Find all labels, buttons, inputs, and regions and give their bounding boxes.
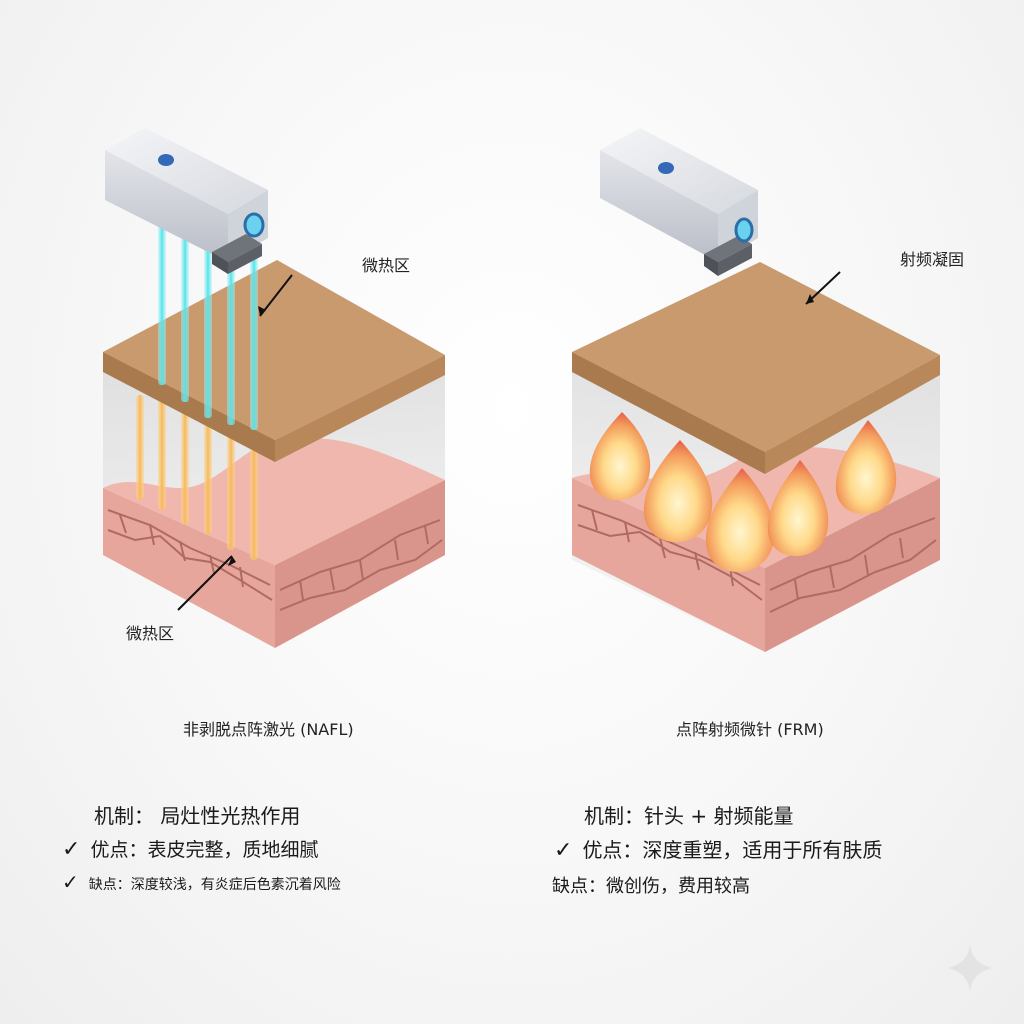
left-mechanism: 机制： 局灶性光热作用 [94,804,301,828]
right-mechanism: 机制：针头 + 射频能量 [584,804,794,828]
left-pointer-bottom [177,555,233,611]
right-dermis-front-face [572,478,765,652]
left-pointer-top [259,274,293,317]
right-device-button-icon [658,162,674,174]
right-device-lens-icon [734,217,754,243]
left-pros-row: ✓ 优点：表皮完整，质地细腻 [62,835,318,862]
left-caption: 非剥脱点阵激光 (NAFL) [183,720,354,739]
left-label-bottom: 微热区 [126,624,175,643]
left-device-lens-icon [243,212,265,238]
right-cons-text: 缺点：微创伤，费用较高 [552,876,750,897]
left-cons-row: ✓ 缺点：深度较浅，有炎症后色素沉着风险 [62,870,341,894]
right-microneedles [643,238,862,430]
left-laser-beams [158,215,258,430]
left-cons-text: 缺点：深度较浅，有炎症后色素沉着风险 [88,877,341,893]
left-thermal-columns [136,395,258,560]
sparkle-icon [948,944,992,992]
left-laser-device [105,128,268,274]
left-pros-check-icon: ✓ [62,837,81,862]
right-label-top: 射频凝固 [900,250,965,269]
right-pros-text: 优点：深度重塑，适用于所有肤质 [582,838,883,862]
left-skin-block [103,128,445,648]
right-dermis-side-face [765,478,940,652]
right-coagulation-zones [589,412,897,572]
right-pros-row: ✓ 优点：深度重塑，适用于所有肤质 [554,834,882,863]
right-pros-check-icon: ✓ [554,838,573,863]
right-caption: 点阵射频微针 (FRM) [676,720,824,739]
left-cons-check-icon: ✓ [62,870,79,894]
right-rf-device [600,128,758,276]
left-label-top: 微热区 [362,256,411,275]
left-pros-text: 优点：表皮完整，质地细腻 [90,839,319,861]
left-device-button-icon [158,154,174,166]
left-dermis-front-face [103,488,275,648]
right-skin-block [572,128,940,652]
